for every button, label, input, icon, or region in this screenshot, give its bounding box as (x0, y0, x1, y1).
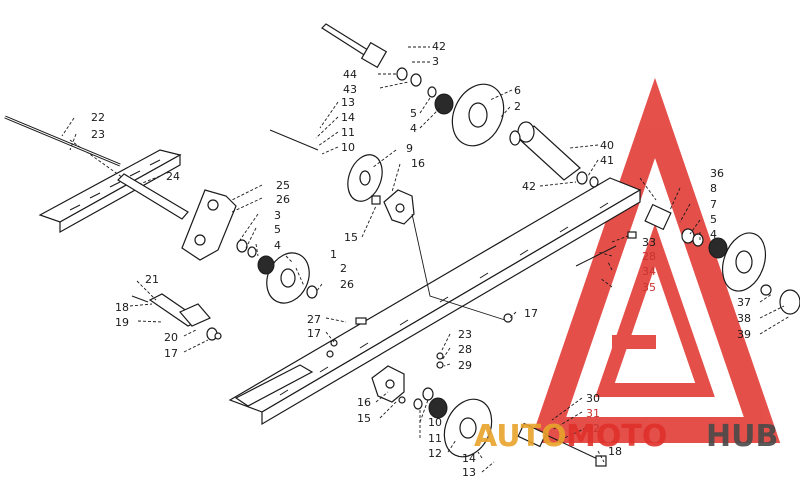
label-36: 36 (710, 167, 724, 180)
label-40: 40 (600, 139, 614, 152)
label-1: 1 (330, 248, 337, 261)
label-20: 20 (164, 331, 178, 344)
label-10: 10 (341, 141, 355, 154)
arm-bracket-16-upper (383, 189, 506, 321)
label-11-lower: 11 (428, 432, 442, 445)
label-30: 30 (586, 392, 600, 405)
label-6: 6 (514, 84, 521, 97)
shaft-44 (321, 23, 388, 69)
label-23-mid: 23 (458, 328, 472, 341)
small-hardware (131, 67, 772, 467)
label-14-lower: 14 (462, 452, 476, 465)
label-10-lower: 10 (428, 416, 442, 429)
shaft-24 (117, 173, 189, 220)
label-44: 44 (343, 68, 357, 81)
label-4-left: 4 (274, 239, 281, 252)
label-42: 42 (432, 40, 446, 53)
wheel-1-left (257, 252, 310, 304)
label-2: 2 (514, 100, 521, 113)
label-17: 17 (164, 347, 178, 360)
long-bolt-22 (4, 115, 121, 167)
label-31: 31 (586, 407, 600, 420)
watermark-moto: MOTO (566, 419, 667, 454)
label-41: 41 (600, 154, 614, 167)
label-5-left: 5 (274, 223, 281, 236)
label-21: 21 (145, 273, 159, 286)
label-28: 28 (458, 343, 472, 356)
wheel-9 (347, 154, 383, 202)
label-37: 37 (737, 296, 751, 309)
label-28-right: 28 (642, 250, 656, 263)
label-18: 18 (115, 301, 129, 314)
label-4-right: 4 (710, 228, 717, 241)
label-13-lower: 13 (462, 466, 476, 479)
label-32: 32 (586, 422, 600, 435)
label-24: 24 (166, 170, 180, 183)
label-27: 27 (307, 313, 321, 326)
label-26-left: 26 (340, 278, 354, 291)
label-3: 3 (432, 55, 439, 68)
label-26: 26 (276, 193, 290, 206)
watermark-text: AUTO MOTO HUB (474, 419, 778, 454)
part-labels: 42 3 44 43 5 4 6 2 13 14 11 10 9 16 40 4… (91, 40, 751, 479)
hub-cap-39 (779, 289, 800, 315)
label-35: 35 (642, 281, 656, 294)
watermark-hub: HUB (706, 419, 778, 454)
label-19: 19 (115, 316, 129, 329)
watermark-logo (529, 77, 781, 443)
arm-bracket-25 (181, 189, 237, 261)
watermark-auto: AUTO (474, 419, 567, 454)
label-25: 25 (276, 179, 290, 192)
label-22: 22 (91, 111, 105, 124)
wheel-6-upper (434, 83, 505, 147)
label-33: 33 (642, 236, 656, 249)
label-29: 29 (458, 359, 472, 372)
leader-lines (61, 46, 791, 473)
label-16-lower: 16 (357, 396, 371, 409)
label-14: 14 (341, 111, 355, 124)
label-11: 11 (341, 126, 355, 139)
label-23: 23 (91, 128, 105, 141)
label-16: 16 (411, 157, 425, 170)
label-18-lower: 18 (608, 445, 622, 458)
label-3-left: 3 (274, 209, 281, 222)
label-42-lower: 42 (522, 180, 536, 193)
label-43: 43 (343, 83, 357, 96)
label-12: 12 (428, 447, 442, 460)
arm-bracket-16-lower (371, 365, 405, 403)
label-5-right: 5 (710, 213, 717, 226)
label-5: 5 (410, 107, 417, 120)
label-2-left: 2 (340, 262, 347, 275)
label-9: 9 (406, 142, 413, 155)
wheel-8-right (644, 203, 767, 292)
label-4: 4 (410, 122, 417, 135)
label-15: 15 (344, 231, 358, 244)
label-13: 13 (341, 96, 355, 109)
label-15-lower: 15 (357, 412, 371, 425)
wheel-12-lower (428, 397, 493, 458)
left-slide-rail (38, 139, 182, 234)
label-38: 38 (737, 312, 751, 325)
label-39: 39 (737, 328, 751, 341)
label-7: 7 (710, 198, 717, 211)
label-17-mid: 17 (307, 327, 321, 340)
label-8: 8 (710, 182, 717, 195)
spacer-40 (517, 121, 581, 181)
label-34: 34 (642, 265, 656, 278)
label-17-right: 17 (524, 307, 538, 320)
